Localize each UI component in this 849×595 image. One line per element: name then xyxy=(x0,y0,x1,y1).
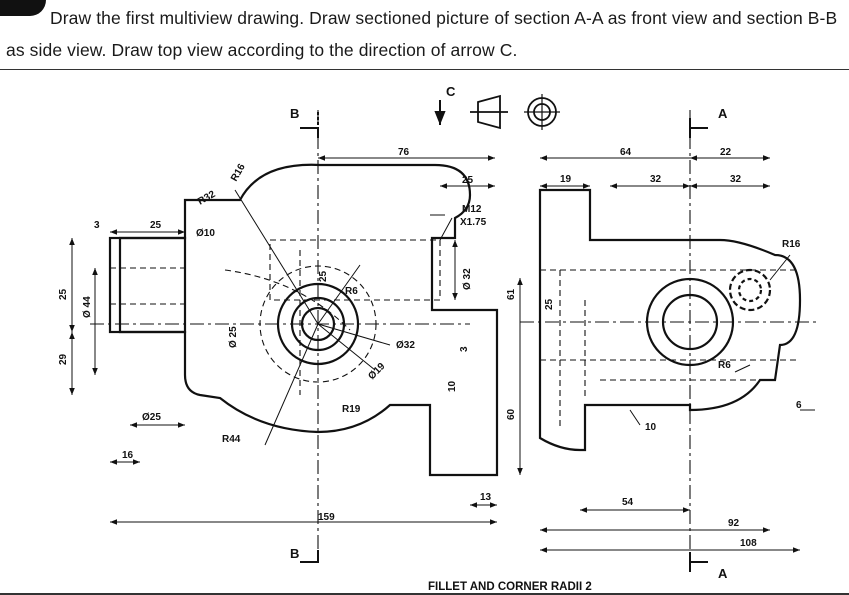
label-a-bottom: A xyxy=(718,566,728,581)
dim-3: 3 xyxy=(94,220,100,231)
left-shaft xyxy=(108,236,187,334)
label-c: C xyxy=(446,84,456,99)
dimension-lines xyxy=(69,155,815,553)
right-view-outline xyxy=(538,188,802,452)
dim-25-side-v: 25 xyxy=(544,298,555,310)
dim-10-v: 10 xyxy=(447,380,458,392)
dim-r6-right: R6 xyxy=(718,360,731,371)
instruction-line-1: Draw the first multiview drawing. Draw s… xyxy=(50,8,838,28)
right-boss xyxy=(728,268,772,312)
dim-r44: R44 xyxy=(222,434,241,445)
dim-19: 19 xyxy=(560,174,572,185)
dim-r16-left: R16 xyxy=(229,162,248,184)
dim-25-far: 25 xyxy=(58,288,69,300)
dim-13: 13 xyxy=(480,492,492,503)
dim-25-hub: 25 xyxy=(318,270,329,282)
dim-3-v: 3 xyxy=(459,346,470,352)
left-view-outline xyxy=(118,163,499,477)
redaction-blot xyxy=(0,0,46,16)
dim-25-left: 25 xyxy=(150,220,162,231)
dim-r6: R6 xyxy=(345,286,358,297)
label-a-top: A xyxy=(718,106,728,121)
dim-76: 76 xyxy=(398,147,410,158)
dim-d10: Ø10 xyxy=(196,228,215,239)
dim-29: 29 xyxy=(58,353,69,365)
dim-32a: 32 xyxy=(650,174,662,185)
fillet-note: FILLET AND CORNER RADII 2 xyxy=(428,581,592,593)
dim-22: 22 xyxy=(720,147,732,158)
dim-10-right: 10 xyxy=(645,422,657,433)
instruction-line-2: as side view. Draw top view according to… xyxy=(6,40,518,60)
dim-d19: Ø19 xyxy=(366,361,387,382)
dim-d32-v: Ø 32 xyxy=(462,268,473,290)
right-view-hidden xyxy=(520,110,820,560)
dim-6: 6 xyxy=(796,400,802,411)
label-b-top: B xyxy=(290,106,299,121)
section-markers xyxy=(300,94,708,572)
dim-x175: X1.75 xyxy=(460,217,487,228)
dim-61: 61 xyxy=(506,288,517,300)
dim-d25-bot: Ø25 xyxy=(142,412,161,423)
dim-d25-v: Ø 25 xyxy=(228,326,239,348)
dim-92: 92 xyxy=(728,518,740,529)
instruction-text: Draw the first multiview drawing. Draw s… xyxy=(6,2,844,66)
left-view xyxy=(108,163,499,477)
dim-25-top: 25 xyxy=(462,175,474,186)
dim-d44: Ø 44 xyxy=(82,296,93,318)
right-view xyxy=(538,188,802,452)
dim-60: 60 xyxy=(506,408,517,420)
dim-159: 159 xyxy=(318,512,335,523)
dim-r19: R19 xyxy=(342,404,361,415)
label-b-bottom: B xyxy=(290,546,299,561)
dim-d32-c: Ø32 xyxy=(396,340,415,351)
dim-108: 108 xyxy=(740,538,757,549)
dim-64: 64 xyxy=(620,147,632,158)
dim-m12: M12 xyxy=(462,204,482,215)
left-view-hidden xyxy=(90,110,470,555)
dim-16: 16 xyxy=(122,450,134,461)
dim-r16-right: R16 xyxy=(782,239,801,250)
projection-symbol xyxy=(470,94,508,130)
dim-r32: R32 xyxy=(196,189,218,208)
bottom-border xyxy=(0,593,849,595)
dim-32b: 32 xyxy=(730,174,742,185)
technical-drawing: B B C A A FILLET AND CORNER RADII 2 76 2… xyxy=(58,84,820,593)
instruction-header: Draw the first multiview drawing. Draw s… xyxy=(0,0,849,70)
right-boss-inner xyxy=(737,277,763,303)
dim-54: 54 xyxy=(622,497,634,508)
